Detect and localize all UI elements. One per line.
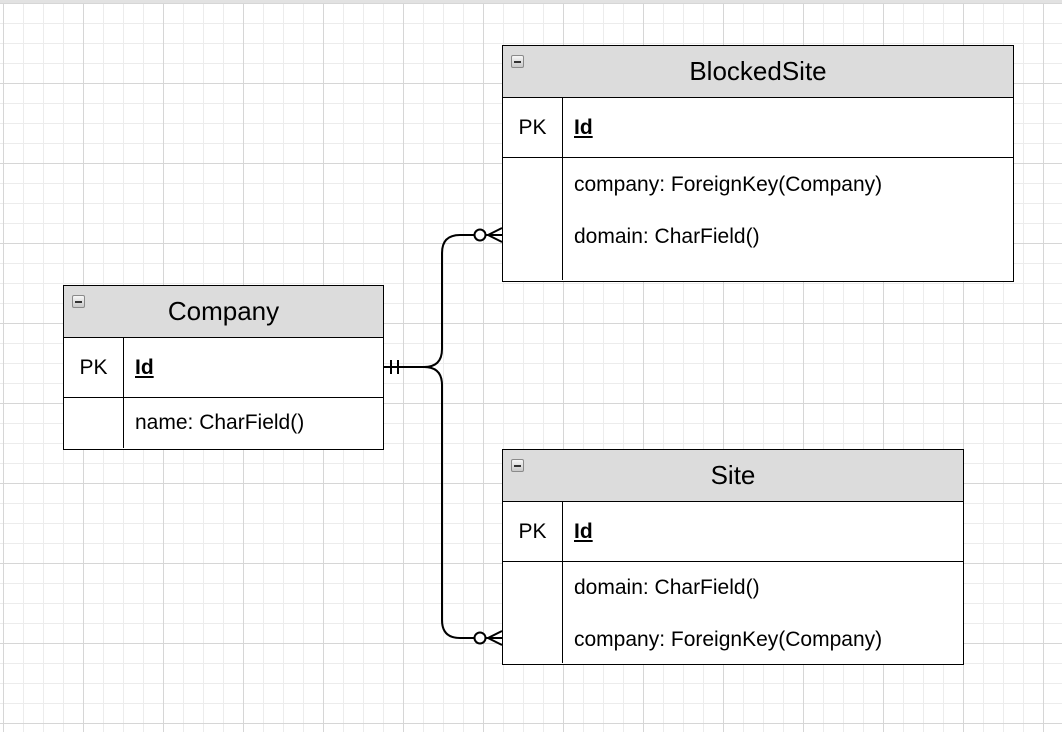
pk-field: Id [574, 115, 593, 139]
primary-key-row[interactable]: PK Id [64, 338, 383, 398]
collapse-icon[interactable] [72, 295, 85, 308]
attribute-fields: company: ForeignKey(Company) domain: Cha… [563, 158, 1013, 280]
connector-company-blockedsite[interactable] [383, 234, 502, 368]
attribute-row[interactable]: name: CharField() [64, 398, 383, 448]
entity-title: Site [710, 460, 756, 490]
attribute-row[interactable]: company: ForeignKey(Company) domain: Cha… [503, 158, 1013, 280]
zero-or-many-marker-site [473, 630, 503, 646]
entity-title: BlockedSite [689, 56, 827, 86]
entity-site[interactable]: Site PK Id domain: CharField() company: … [502, 449, 964, 665]
key-cell-empty [503, 562, 563, 663]
entity-title: Company [167, 296, 280, 326]
key-cell-empty [64, 398, 124, 448]
primary-key-row[interactable]: PK Id [503, 98, 1013, 158]
attribute-field: company: ForeignKey(Company) [574, 628, 883, 651]
pk-label: PK [64, 338, 124, 397]
attribute-field: company: ForeignKey(Company) [574, 173, 883, 196]
key-cell-empty [503, 158, 563, 280]
collapse-icon[interactable] [511, 459, 524, 472]
zero-or-many-marker-blockedsite [473, 227, 503, 243]
attribute-field: domain: CharField() [574, 225, 760, 248]
primary-key-row[interactable]: PK Id [503, 502, 963, 562]
attribute-field: domain: CharField() [574, 576, 760, 599]
entity-company[interactable]: Company PK Id name: CharField() [63, 285, 384, 450]
attribute-field: name: CharField() [135, 411, 305, 434]
one-and-only-one-marker [390, 360, 399, 374]
canvas-top-edge [0, 0, 1062, 3]
entity-header-company[interactable]: Company [64, 286, 383, 338]
entity-header-site[interactable]: Site [503, 450, 963, 502]
pk-label: PK [503, 98, 563, 157]
entity-blockedsite[interactable]: BlockedSite PK Id company: ForeignKey(Co… [502, 45, 1014, 282]
attribute-row[interactable]: domain: CharField() company: ForeignKey(… [503, 562, 963, 663]
pk-field: Id [574, 519, 593, 543]
collapse-icon[interactable] [511, 55, 524, 68]
pk-label: PK [503, 502, 563, 561]
connector-company-site[interactable] [423, 366, 502, 639]
entity-header-blockedsite[interactable]: BlockedSite [503, 46, 1013, 98]
pk-field: Id [135, 355, 154, 379]
attribute-fields: domain: CharField() company: ForeignKey(… [563, 562, 963, 663]
